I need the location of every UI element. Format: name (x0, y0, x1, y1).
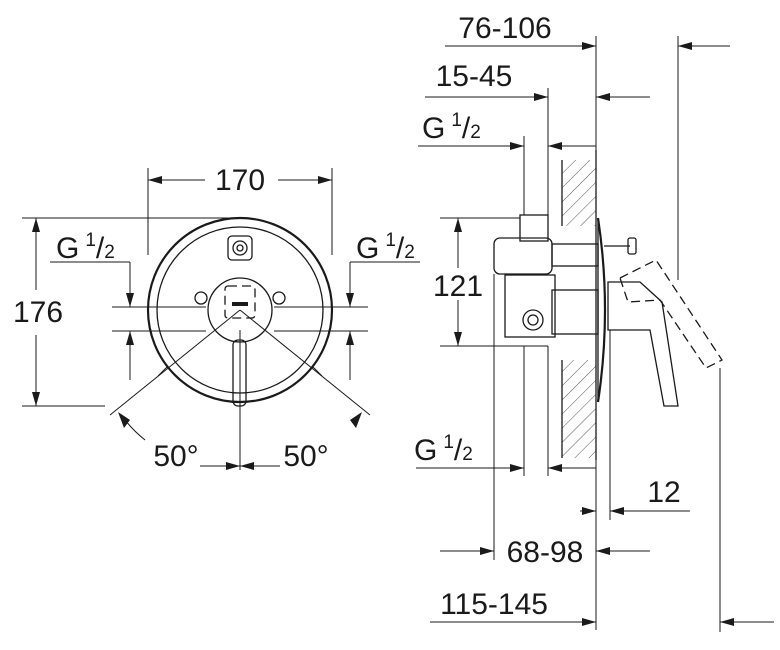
angle-right-label: 50° (283, 440, 328, 473)
valve-body (493, 214, 599, 338)
dim-second-label: 15-45 (436, 60, 513, 93)
dim-body-label: 68-98 (507, 536, 584, 569)
dim-115-145 (430, 368, 774, 632)
dim-176 (22, 217, 240, 407)
front-height-label: 176 (13, 296, 63, 329)
dim-76-106 (445, 36, 730, 280)
dim-height-label: 121 (433, 270, 483, 303)
angle-dims (109, 309, 371, 470)
dim-15-45 (425, 88, 650, 238)
dim-lever-label: 12 (647, 476, 680, 509)
front-width-label: 170 (215, 164, 265, 197)
diverter-knob (227, 235, 253, 261)
handle-profile (607, 259, 723, 407)
dim-12 (580, 330, 690, 630)
dim-170 (147, 168, 333, 255)
dim-68-98 (440, 274, 650, 560)
cover-plate-profile (596, 217, 607, 403)
dim-top-label: 76-106 (458, 12, 551, 45)
angle-left-label: 50° (153, 440, 198, 473)
diverter-pin (604, 237, 637, 255)
thread-dim-side-bottom (416, 346, 596, 476)
dim-total-label: 115-145 (440, 588, 548, 621)
thread-dim-left (50, 261, 206, 380)
wall-section-bottom (562, 360, 596, 458)
thread-dim-right (274, 261, 420, 380)
wall-section-top (562, 160, 596, 226)
thread-dim-side-top (418, 136, 596, 215)
